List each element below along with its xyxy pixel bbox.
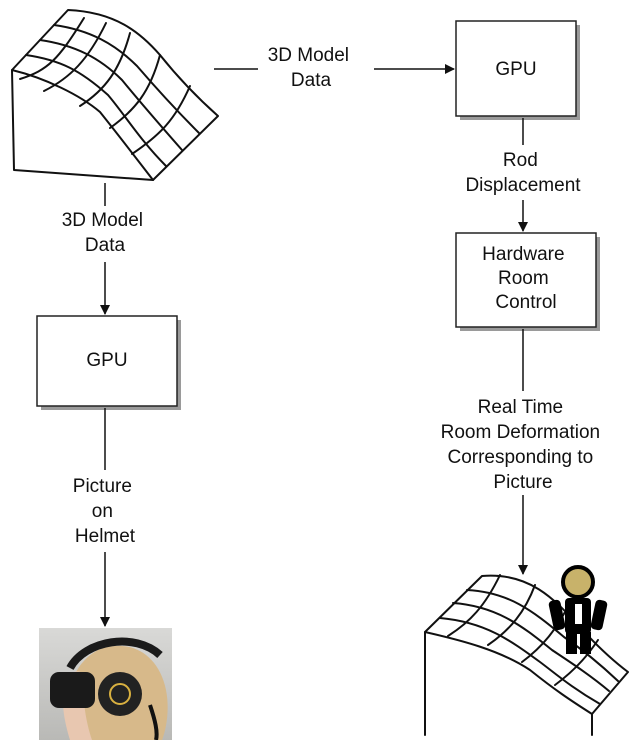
edge-model-to-gpu-left: 3D Model Data xyxy=(62,183,149,315)
edge-label-rod-displacement: Rod Displacement xyxy=(465,150,581,196)
gpu-left-label: GPU xyxy=(86,350,127,371)
helmet-photo xyxy=(39,628,172,740)
terrain-model-icon xyxy=(11,9,219,181)
gpu-left-node: GPU xyxy=(36,315,181,410)
edge-gpu-to-hardware: Rod Displacement xyxy=(465,118,581,232)
edge-label-picture-on-helmet: Picture on Helmet xyxy=(73,476,137,547)
edge-label-real-time-room-deformation: Real Time Room Deformation Corresponding… xyxy=(441,397,606,493)
hardware-room-control-label: Hardware Room Control xyxy=(482,244,570,313)
person-figure-icon xyxy=(548,565,608,654)
edge-model-to-gpu-right: 3D Model Data xyxy=(214,45,455,91)
edge-hardware-to-room: Real Time Room Deformation Corresponding… xyxy=(441,329,606,575)
edge-gpu-to-helmet: Picture on Helmet xyxy=(73,408,137,627)
edge-label-3d-model-data-left: 3D Model Data xyxy=(62,210,149,256)
hardware-room-control-node: Hardware Room Control xyxy=(455,232,600,331)
gpu-right-label: GPU xyxy=(495,59,536,80)
edge-label-3d-model-data-top: 3D Model Data xyxy=(268,45,355,91)
gpu-right-node: GPU xyxy=(455,20,580,120)
deformed-room-icon xyxy=(424,574,629,736)
